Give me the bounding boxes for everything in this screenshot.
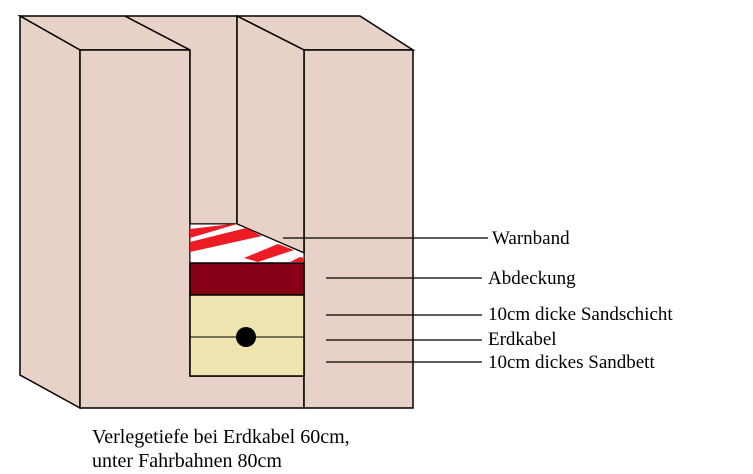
- label-sandschicht: 10cm dicke Sandschicht: [488, 304, 673, 325]
- cover-plate: [189, 262, 305, 296]
- label-abdeckung: Abdeckung: [488, 268, 576, 289]
- warning-tape: [189, 223, 305, 264]
- earth-cable: [236, 327, 256, 347]
- label-erdkabel: Erdkabel: [488, 329, 557, 350]
- left-block-side: [19, 14, 81, 410]
- caption-line-1: Verlegetiefe bei Erdkabel 60cm,: [92, 426, 350, 448]
- label-sandbett: 10cm dickes Sandbett: [488, 352, 655, 373]
- trench-inner-wall: [236, 14, 305, 255]
- label-warnband: Warnband: [492, 228, 570, 249]
- right-block-front: [303, 49, 414, 409]
- leader-lines: [283, 237, 488, 363]
- warning-tape-stripe-1: [190, 224, 237, 238]
- caption-line-2: unter Fahrbahnen 80cm: [92, 450, 282, 472]
- warning-tape-stripe-3: [244, 244, 294, 262]
- warning-tape-stripe-4: [290, 257, 304, 262]
- warning-tape-stripe-2: [190, 228, 262, 252]
